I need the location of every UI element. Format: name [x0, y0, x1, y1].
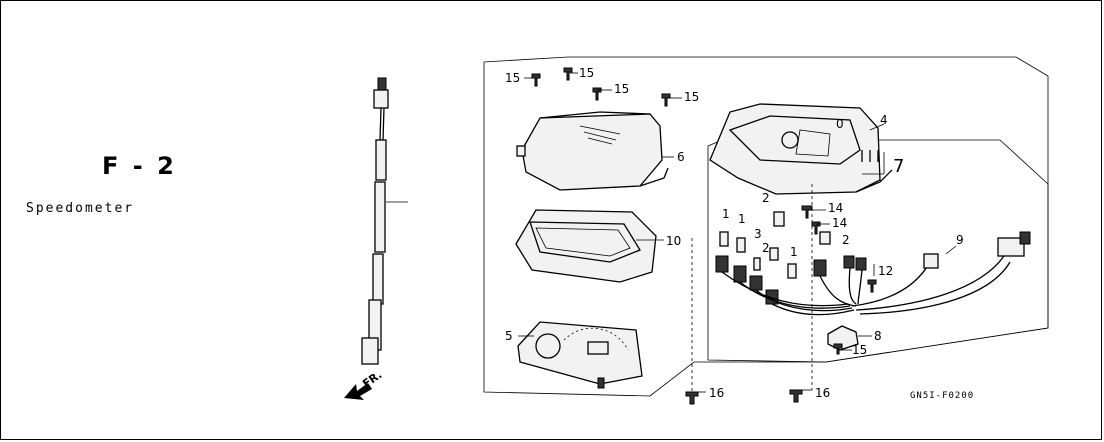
harness-clamp [827, 325, 859, 355]
callout: 16 [815, 386, 830, 400]
callout: 10 [666, 234, 681, 248]
callout: 1 [738, 212, 746, 226]
drawing-code-id: GN5I-F0200 [910, 391, 975, 401]
callout: 14 [828, 201, 843, 215]
callout: 2 [762, 241, 770, 255]
callout: 16 [709, 386, 724, 400]
callout: 5 [505, 329, 513, 343]
leader-lines [518, 72, 957, 393]
callout: 3 [754, 227, 762, 241]
bulb-sockets [715, 205, 877, 305]
section-code: F - 2 [102, 152, 177, 180]
speedometer-panel [517, 321, 643, 389]
section-title: Speedometer [26, 201, 135, 216]
meter-lens [515, 209, 657, 283]
callout: 4 [880, 113, 888, 127]
callout-labels: 15 15 15 15 6 10 5 4 7 0 2 14 14 1 1 3 2… [505, 66, 964, 400]
callout: 1 [722, 207, 730, 221]
bottom-screw [685, 391, 699, 405]
callout: 14 [832, 216, 847, 230]
callout: 8 [874, 329, 882, 343]
callout: 15 [614, 82, 629, 96]
callout: 2 [762, 191, 770, 205]
callout: 7 [893, 156, 904, 177]
callout: 15 [852, 343, 867, 357]
callout: 15 [505, 71, 520, 85]
callout: 6 [677, 150, 685, 164]
front-direction-arrow: FR. [344, 368, 384, 400]
callout: 15 [684, 90, 699, 104]
meter-cover [516, 111, 669, 191]
bottom-screw [789, 389, 803, 403]
speedometer-cable [361, 77, 408, 365]
screw-group [531, 67, 671, 107]
callout: 2 [842, 233, 850, 247]
callout: 15 [579, 66, 594, 80]
meter-case [709, 103, 893, 195]
callout: 12 [878, 264, 893, 278]
wire-harness [721, 231, 1031, 316]
callout: 1 [790, 245, 798, 259]
callout: 9 [956, 233, 964, 247]
callout: 0 [836, 117, 844, 131]
